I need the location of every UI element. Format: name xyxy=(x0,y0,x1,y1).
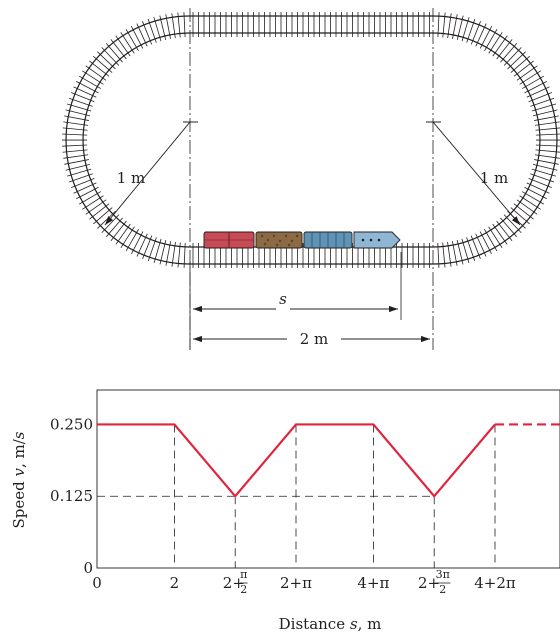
speed-series-line xyxy=(97,423,496,498)
track-inner-rail xyxy=(82,32,541,248)
y-tick-labels: 0 0.125 0.250 xyxy=(50,415,93,577)
x-tick-label-6: 4+2π xyxy=(474,574,516,592)
svg-text:3π: 3π xyxy=(436,568,450,581)
right-radius-label: 1 m xyxy=(480,169,509,187)
chart-series xyxy=(97,423,560,498)
left-radius-arrow xyxy=(104,121,191,226)
track-ties xyxy=(61,12,560,268)
x-tick-label-1: 2 xyxy=(170,574,180,592)
svg-text:4+π: 4+π xyxy=(357,574,389,592)
train-car-hopper xyxy=(255,231,303,249)
right-radius-arrow xyxy=(432,121,521,226)
svg-text:4+2π: 4+2π xyxy=(474,574,516,592)
svg-text:2: 2 xyxy=(240,583,247,596)
track-diagram: 1 m 1 m xyxy=(61,8,560,350)
train xyxy=(203,231,401,249)
x-tick-label-2: 2+π 2 xyxy=(223,568,248,596)
svg-text:2+: 2+ xyxy=(418,574,440,592)
svg-text:2+π: 2+π xyxy=(280,574,312,592)
track-outer-rail xyxy=(65,15,558,265)
left-radius-label: 1 m xyxy=(117,169,146,187)
svg-text:2: 2 xyxy=(439,583,446,596)
x-tick-label-4: 4+π xyxy=(357,574,389,592)
x-tick-label-5: 2+3π 2 xyxy=(418,568,451,596)
plot-frame xyxy=(96,389,560,569)
x-tick-label-3: 2+π xyxy=(280,574,312,592)
train-locomotive xyxy=(353,231,401,249)
svg-text:0: 0 xyxy=(92,574,102,592)
x-tick-label-0: 0 xyxy=(92,574,102,592)
y-tick-label-0: 0 xyxy=(83,559,93,577)
span-dimension-label: 2 m xyxy=(300,330,329,348)
svg-text:π: π xyxy=(240,568,247,581)
s-dimension-label: s xyxy=(279,290,287,308)
y-tick-label-1: 0.125 xyxy=(50,487,93,505)
x-axis-label: Distance s, m xyxy=(279,615,382,633)
svg-text:2: 2 xyxy=(170,574,180,592)
svg-text:2+: 2+ xyxy=(223,574,245,592)
y-tick-label-2: 0.250 xyxy=(50,415,93,433)
y-axis-label: Speed v, m/s xyxy=(10,431,28,528)
